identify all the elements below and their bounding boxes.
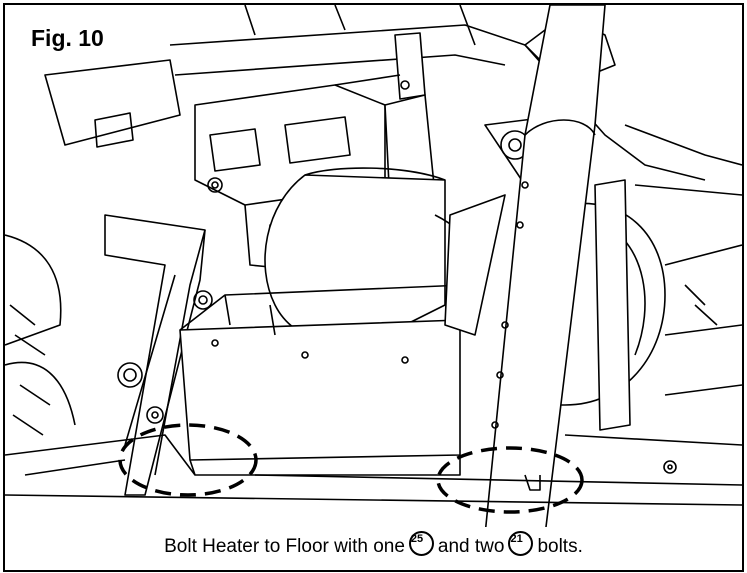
- left-wall-panel: [5, 59, 181, 436]
- caption-text-end: bolts.: [537, 536, 583, 557]
- mounting-bracket: [194, 32, 436, 268]
- figure-caption: Bolt Heater to Floor with one 25 and two…: [5, 527, 742, 567]
- right-bolt-circle: [436, 446, 584, 514]
- caption-text-middle: and two: [437, 536, 505, 557]
- heater-installation-drawing: [5, 5, 742, 527]
- bolt-location-circles: [118, 423, 584, 514]
- figure-frame: Fig. 10 Bolt Heater to Floor with one 25…: [3, 3, 744, 572]
- caption-text-start: Bolt Heater to Floor with one: [164, 536, 405, 557]
- diagonal-post: [444, 5, 606, 527]
- left-bolt-circle: [118, 423, 258, 497]
- callout-21-icon: 21: [508, 530, 534, 556]
- floor-panel: [5, 434, 742, 506]
- callout-25-icon: 25: [408, 530, 434, 556]
- figure-label: Fig. 10: [27, 25, 110, 54]
- left-support-rail: [104, 214, 213, 496]
